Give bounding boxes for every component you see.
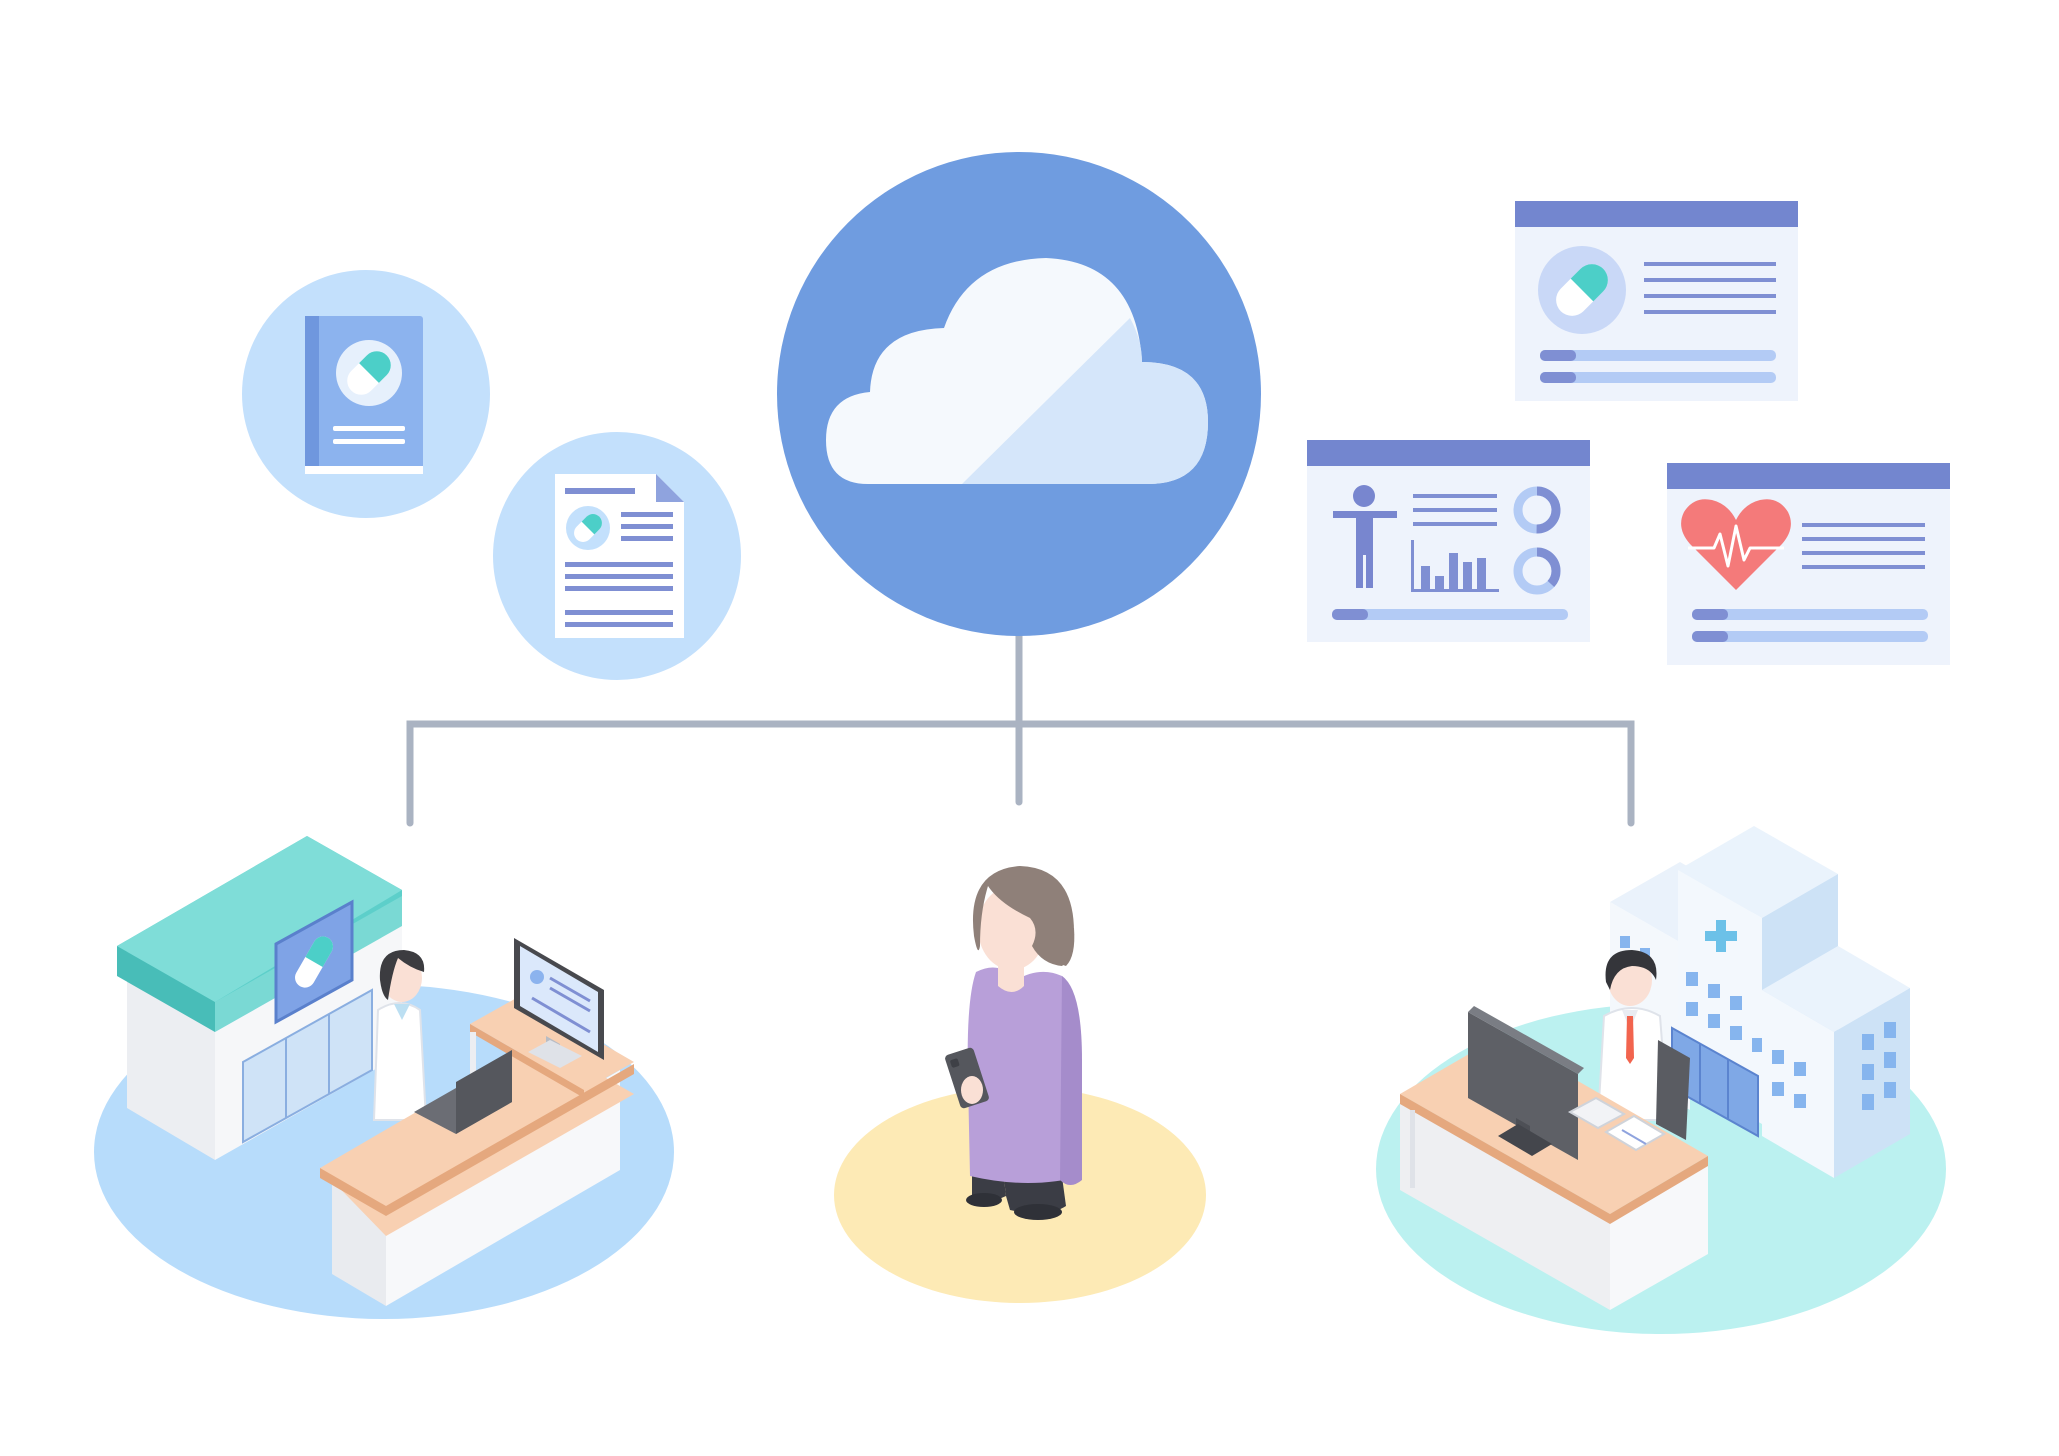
pharmacy-building [117,836,402,1160]
heart-pulse-icon [1681,499,1791,590]
hospital-cross-icon [1705,920,1737,952]
keyboard [1567,1096,1627,1130]
medication-record-card [1515,201,1798,401]
medicine-handbook-bubble [242,270,490,518]
monitor-icon [1468,1006,1584,1160]
prescription-bubble [493,432,741,680]
paper [1604,1114,1666,1152]
cloud-node [777,152,1261,636]
pharmacy-station [94,836,674,1319]
laptop-icon [414,1050,512,1134]
prescription-document-icon [555,474,684,638]
connector-bus [406,720,1635,827]
medicine-handbook-icon [305,316,423,474]
pharmacy-counter [320,996,634,1306]
patient [834,866,1206,1303]
body-figure-icon [1333,485,1397,588]
bar-chart-icon [1411,540,1499,592]
hospital-building [1610,826,1910,1178]
donut-chart-icon [1513,486,1561,595]
cloud-icon [826,258,1208,484]
capsule-icon [295,936,333,988]
body-metrics-card [1307,440,1590,642]
vital-signs-card [1667,463,1950,665]
capsule-icon [347,351,391,395]
patient-figure [945,866,1082,1220]
pharmacist [372,950,428,1121]
hospital-station [1376,826,1946,1334]
monitor-icon [514,938,604,1068]
doctor [1596,950,1690,1140]
connector-lines [406,626,1635,827]
capsule-icon [1556,264,1608,316]
